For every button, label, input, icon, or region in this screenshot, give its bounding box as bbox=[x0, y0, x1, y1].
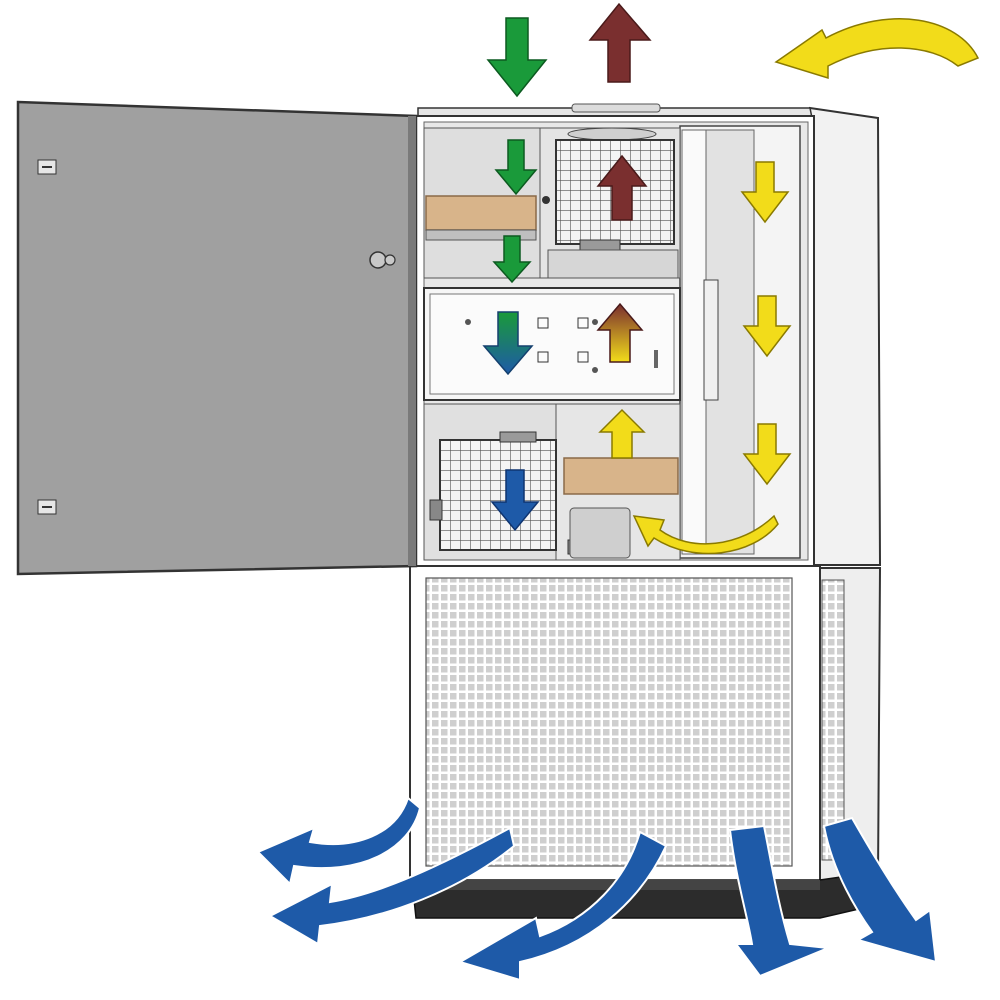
lower-fan bbox=[429, 431, 581, 555]
arrow-down-icon bbox=[742, 295, 792, 358]
open-door bbox=[16, 100, 418, 576]
front-grille bbox=[425, 577, 793, 867]
door-lock bbox=[369, 251, 396, 269]
curved-arrow-icon bbox=[822, 816, 938, 964]
curved-arrow-icon bbox=[457, 830, 668, 982]
curved-arrow-icon bbox=[728, 824, 829, 978]
upper-filter bbox=[425, 195, 537, 241]
arrow-down-icon bbox=[740, 161, 790, 224]
hinge-bottom bbox=[37, 499, 57, 515]
arrow-up-icon bbox=[596, 154, 648, 221]
upper-fan bbox=[542, 127, 679, 279]
curved-arrow-icon bbox=[632, 514, 779, 555]
heat-exchanger-block bbox=[423, 279, 719, 401]
curved-arrow-icon bbox=[774, 18, 980, 80]
hinge-top bbox=[37, 159, 57, 175]
arrow-up-icon bbox=[598, 408, 646, 459]
lower-filter bbox=[563, 457, 679, 559]
arrow-down-icon bbox=[486, 17, 548, 98]
arrow-up-icon bbox=[596, 302, 644, 363]
arrow-down-icon bbox=[742, 423, 792, 486]
curved-arrow-icon bbox=[256, 796, 422, 886]
arrow-down-icon bbox=[494, 139, 538, 196]
curved-arrow-icon bbox=[267, 826, 516, 946]
arrow-down-icon bbox=[490, 469, 540, 532]
arrow-up-icon bbox=[588, 2, 652, 83]
arrow-down-icon bbox=[482, 311, 534, 376]
arrow-down-icon bbox=[492, 235, 532, 284]
